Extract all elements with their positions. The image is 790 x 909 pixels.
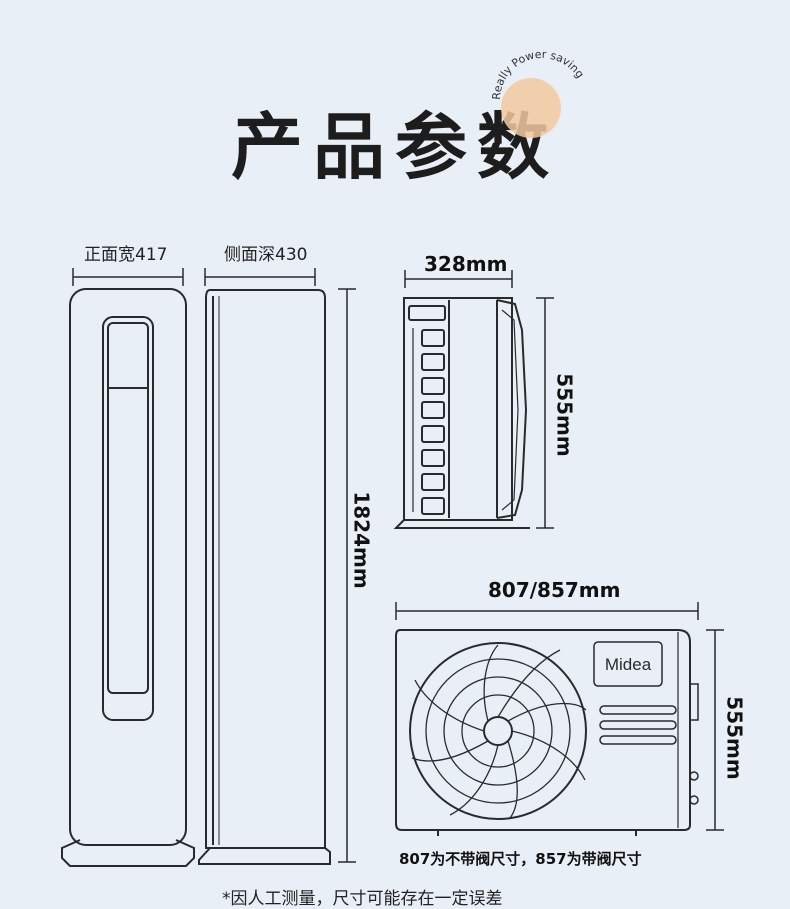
outdoor-side-height-label: 555mm	[552, 373, 577, 457]
side-depth-label: 侧面深430	[224, 245, 308, 265]
outdoor-width-label: 807/857mm	[488, 578, 621, 602]
indoor-side-unit	[198, 268, 356, 865]
outdoor-depth-label: 328mm	[424, 252, 508, 276]
indoor-front-unit	[61, 268, 195, 867]
measurement-disclaimer: *因人工测量，尺寸可能存在一定误差	[222, 889, 503, 909]
power-saving-badge: Really Power saving	[490, 48, 587, 138]
fan-grille	[409, 642, 587, 820]
badge-circle	[501, 78, 561, 138]
valve-size-note: 807为不带阀尺寸，857为带阀尺寸	[399, 850, 642, 868]
brand-logo-text: Midea	[605, 655, 652, 674]
page-title: 产品参数	[230, 105, 559, 189]
outdoor-front-unit	[395, 602, 724, 836]
front-width-label: 正面宽417	[84, 245, 168, 265]
indoor-height-label: 1824mm	[349, 491, 374, 589]
outdoor-front-height-label: 555mm	[722, 696, 747, 780]
outdoor-side-unit	[393, 270, 554, 529]
